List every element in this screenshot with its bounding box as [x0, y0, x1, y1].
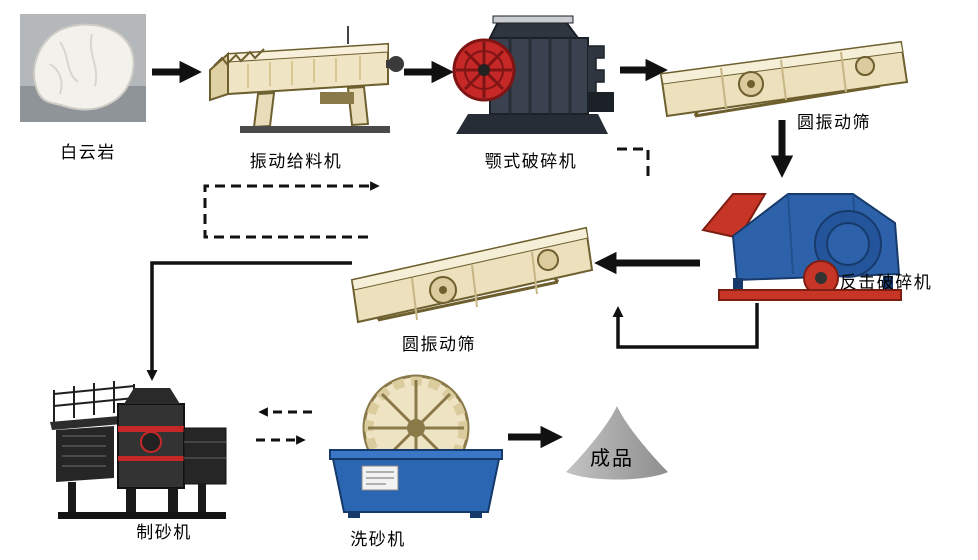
line-screen-mid-to-sand-maker: [146, 261, 352, 381]
jaw-crusher-machine: [438, 8, 620, 146]
label-dolomite: 白云岩: [60, 143, 116, 163]
sand-washer-machine: [318, 368, 508, 518]
label-impact-crusher: 反击破碎机: [839, 273, 933, 293]
dashed-screen-mid-return: [203, 181, 380, 239]
label-jaw-crusher: 颚式破碎机: [484, 152, 578, 172]
vibrating-screen-top-machine: [655, 28, 915, 120]
impact-crusher-machine: [693, 178, 915, 313]
label-screen-mid: 圆振动筛: [402, 335, 476, 355]
label-feeder: 振动给料机: [249, 152, 343, 172]
label-sand-washer: 洗砂机: [350, 530, 406, 550]
sand-maker-machine: [48, 378, 236, 520]
product-pile: [558, 402, 676, 484]
dashed-jaw-branch: [617, 147, 650, 182]
label-sand-maker: 制砂机: [136, 523, 192, 543]
label-product: 成品: [590, 446, 634, 470]
line-impact-return-loop: [612, 303, 759, 349]
vibrating-feeder-machine: [200, 20, 405, 145]
vibrating-screen-mid-machine: [348, 218, 596, 326]
label-screen-top: 圆振动筛: [797, 113, 871, 133]
dolomite-photo: [20, 14, 146, 122]
